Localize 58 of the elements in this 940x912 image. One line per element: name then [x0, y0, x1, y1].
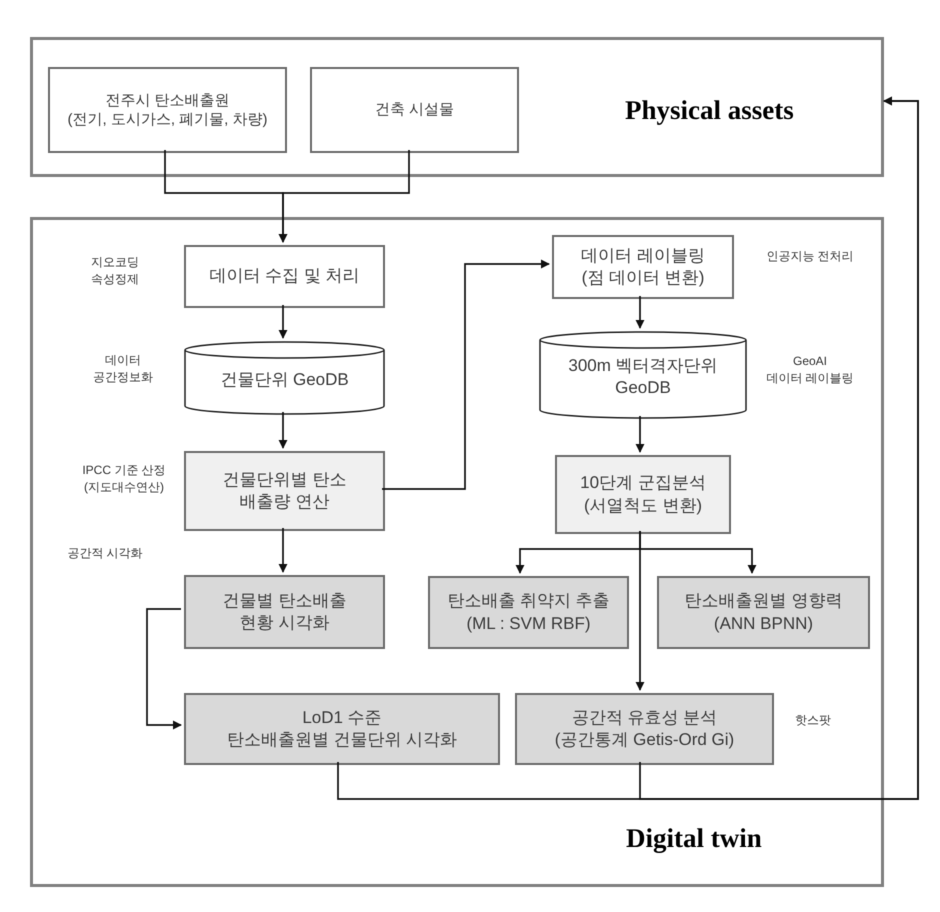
panel-title: Physical assets [625, 94, 794, 127]
side-note: 공간정보화 [93, 369, 153, 386]
box-text: LoD1 수준 [302, 706, 382, 729]
connector-arrow [382, 260, 550, 490]
side-note: 지오코딩 [91, 254, 139, 271]
box-text: (공간통계 Getis-Ord Gi) [554, 729, 734, 751]
database-cylinder [184, 341, 385, 415]
box-text: 탄소배출원별 건물단위 시각화 [226, 729, 458, 751]
box-text: (점 데이터 변환) [582, 267, 704, 289]
process-box [184, 451, 385, 531]
panel [30, 217, 884, 887]
side-note: 데이터 레이블링 [766, 370, 854, 388]
process-box [184, 693, 500, 765]
connector-arrow [278, 528, 288, 573]
box-text: 10단계 군집분석 [580, 472, 706, 494]
process-box [310, 67, 519, 153]
side-note: IPCC 기준 산정 [82, 462, 166, 479]
side-note: GeoAI [792, 353, 828, 370]
box-text: 데이터 레이블링 [581, 244, 705, 267]
side-note: 데이터 [105, 352, 141, 369]
panel-title: Digital twin [626, 822, 762, 855]
box-text: (ANN BPNN) [714, 612, 814, 634]
process-box [184, 245, 385, 308]
side-note: 인공지능 전처리 [766, 248, 854, 265]
box-text: 건물별 탄소배출 현황 시각화 [222, 590, 348, 634]
process-box [184, 575, 385, 649]
connector-arrow [278, 305, 288, 339]
process-box [428, 576, 629, 649]
connector-arrow [278, 150, 410, 243]
box-text: 건물단위별 탄소 배출량 연산 [222, 468, 348, 513]
process-box [657, 576, 870, 649]
box-text: 탄소배출 취약지 추출 [447, 590, 610, 612]
box-text: 전주시 탄소배출원 [105, 90, 230, 110]
connector-arrow [636, 296, 644, 329]
connector-arrow [636, 531, 644, 691]
side-note: (지도대수연산) [84, 479, 164, 496]
box-text: (전기, 도시가스, 폐기물, 차량) [68, 110, 268, 130]
connector-arrow [639, 96, 919, 800]
connector-arrow [636, 416, 644, 453]
box-text: 건축 시설물 [374, 100, 454, 120]
side-note: 핫스팟 [795, 712, 831, 729]
panel [30, 37, 884, 177]
process-box [555, 455, 731, 534]
box-text: (ML : SVM RBF) [466, 612, 591, 634]
box-text: 건물단위 GeoDB [220, 368, 349, 391]
side-note: 공간적 시각화 [67, 545, 143, 562]
connector-arrow [278, 412, 288, 449]
box-text: 데이터 수집 및 처리 [209, 265, 360, 288]
process-box [552, 235, 734, 299]
box-text: 공간적 유효성 분석 [572, 706, 718, 729]
box-text: 300m 벡터격자단위 GeoDB [567, 354, 719, 399]
box-text: (서열척도 변환) [584, 494, 702, 516]
database-cylinder [539, 331, 747, 419]
side-note: 속성정제 [91, 271, 139, 288]
box-text: 탄소배출원별 영향력 [684, 590, 842, 612]
process-box [48, 67, 287, 153]
process-box [515, 693, 774, 765]
connector-arrow [146, 608, 182, 730]
